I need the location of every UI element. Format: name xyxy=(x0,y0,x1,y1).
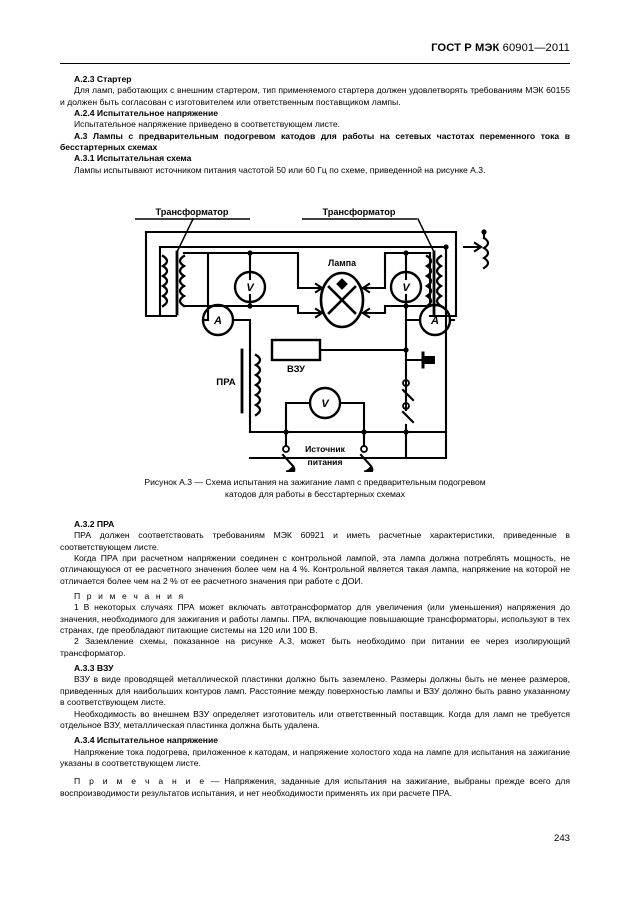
paragraph-a34-body: Напряжение тока подогрева, приложенное к… xyxy=(60,746,570,768)
note-single-label: П р и м е ч а н и е xyxy=(74,776,207,787)
figure-caption-line2: катодов для работы в бесстартерных схема… xyxy=(225,489,405,499)
spacer-before-note-single xyxy=(60,769,570,776)
transformer-left-secondary-coil xyxy=(178,254,187,308)
lamp-arrow-left-upper xyxy=(310,282,324,294)
lamp-cross-2 xyxy=(327,285,357,315)
note-single-body: — Напряжения, заданные для испытания на … xyxy=(60,776,570,798)
lamp-arrow-right-lower xyxy=(361,307,375,319)
notes-label: П р и м е ч а н и я xyxy=(74,591,186,602)
ammeter-right-lead-in xyxy=(404,304,422,322)
meter-label-voltmeter-bottom: V xyxy=(321,398,330,410)
note-single: П р и м е ч а н и е — Напряжения, заданн… xyxy=(60,776,570,799)
paragraph-a23-body: Для ламп, работающих с внешним стартером… xyxy=(60,85,570,107)
label-transformer-left: Трансформатор xyxy=(155,207,228,217)
page-header: ГОСТ Р МЭК 60901—2011 xyxy=(60,42,570,64)
node-left-top xyxy=(247,250,253,256)
label-lamp: Лампа xyxy=(328,258,356,268)
lamp-diamond xyxy=(336,278,348,290)
right-lamp-lower-lead xyxy=(371,304,408,315)
leader-transformer-right xyxy=(416,217,436,254)
left-lamp-upper-lead xyxy=(248,251,324,290)
supply-left-terminal xyxy=(282,445,290,453)
frame-right-outer xyxy=(428,230,458,318)
heading-a32: А.3.2 ПРА xyxy=(74,519,115,529)
transformer-right-primary-coil xyxy=(435,254,444,308)
heading-a3: А.3 Лампы с предварительным подогревом к… xyxy=(60,130,570,153)
header-divider xyxy=(60,63,570,64)
paragraph-a24-body: Испытательное напряжение приведено в соо… xyxy=(74,119,340,130)
label-supply-line1: Источник xyxy=(305,444,346,454)
paragraph-a33-body1: ВЗУ в виде проводящей металлической плас… xyxy=(60,674,570,708)
voltmeter-bottom xyxy=(308,386,342,420)
meter-label-ammeter-right: A xyxy=(430,315,439,327)
supply-right-terminal xyxy=(360,445,368,453)
tap-arrow xyxy=(462,241,483,253)
voltmeter-right xyxy=(389,270,423,304)
meter-label-voltmeter-right: V xyxy=(402,282,411,294)
figure-caption-line1: Рисунок А.3 — Схема испытания на зажиган… xyxy=(144,477,486,487)
supply-right-blade xyxy=(359,453,373,468)
bottom-v-right-lead xyxy=(339,401,366,434)
node-bottom-v-left xyxy=(283,429,289,435)
paragraph-a32-body2: Когда ПРА при расчетном напряжении соеди… xyxy=(60,553,570,586)
meter-label-ammeter-left: A xyxy=(213,315,222,327)
lamp-envelope xyxy=(319,271,365,329)
heading-a24: А.2.4 Испытательное напряжение xyxy=(74,108,219,119)
left-lamp-lower-lead xyxy=(248,304,324,315)
heading-a31: А.3.1 Испытательная схема xyxy=(74,153,192,164)
ground-flag xyxy=(423,356,435,364)
label-starting-aid: ВЗУ xyxy=(287,363,305,374)
node-bottom-v-right xyxy=(361,429,367,435)
page-number: 243 xyxy=(553,833,570,844)
lamp-arrow-right-upper xyxy=(361,282,375,294)
note-2: 2 Заземление схемы, показанное на рисунк… xyxy=(60,636,570,658)
bottom-v-left-lead xyxy=(284,401,311,434)
label-transformer-right: Трансформатор xyxy=(322,207,395,217)
node-tap xyxy=(481,229,487,235)
meter-label-voltmeter-left: V xyxy=(246,282,255,294)
paragraph-a32-body1: ПРА должен соответствовать требованиям М… xyxy=(60,530,570,552)
tap-coil xyxy=(481,236,490,270)
standard-designation-bold: ГОСТ Р МЭК xyxy=(431,42,500,54)
paragraph-a33-body2: Необходимость во внешнем ВЗУ определяет … xyxy=(60,708,570,730)
ballast-coil xyxy=(253,353,262,417)
figure-a3: Трансформатор Трансформатор Лампа ВЗУ ПР… xyxy=(60,200,570,510)
node-aid xyxy=(403,347,409,353)
starting-aid-box xyxy=(270,338,322,362)
node-right-rail xyxy=(443,244,449,250)
figure-caption: Рисунок А.3 — Схема испытания на зажиган… xyxy=(60,476,570,500)
frame-left-outer xyxy=(144,230,178,318)
node-left-bottom xyxy=(247,303,253,309)
paragraph-a31-body: Лампы испытывают источником питания част… xyxy=(74,164,486,175)
lower-text-block: А.3.2 ПРА ПРА должен соответствовать тре… xyxy=(60,519,570,799)
node-bottom-right xyxy=(403,429,409,435)
leader-transformer-left xyxy=(175,217,195,254)
switch-right-terminal-mid xyxy=(402,402,410,410)
label-supply-line2: питания xyxy=(308,457,343,467)
node-right-bottom xyxy=(403,303,409,309)
transformer-left-primary-coil xyxy=(160,254,169,308)
voltmeter-left xyxy=(233,270,267,304)
right-lamp-upper-lead xyxy=(371,251,408,290)
lamp-arrow-left-lower xyxy=(310,307,324,319)
note-1: 1 В некоторых случаях ПРА может включать… xyxy=(60,602,570,636)
upper-text-block: А.2.3 Стартер Для ламп, работающих с вне… xyxy=(60,74,570,176)
heading-a33: А.3.3 ВЗУ xyxy=(74,663,114,674)
circuit-diagram: Трансформатор Трансформатор Лампа ВЗУ ПР… xyxy=(135,207,490,472)
switch-right-terminal-top xyxy=(402,379,410,387)
supply-left-blade xyxy=(281,453,295,468)
supply-left-hook xyxy=(286,464,296,472)
supply-right-hook xyxy=(364,464,374,472)
standard-designation-number: 60901—2011 xyxy=(499,42,570,54)
switch-right-blade-lower xyxy=(401,410,415,424)
heading-a23: А.2.3 Стартер xyxy=(74,74,132,84)
switch-right-blade-upper xyxy=(401,388,415,402)
label-ballast: ПРА xyxy=(216,377,235,388)
standard-designation: ГОСТ Р МЭК 60901—2011 xyxy=(431,42,570,54)
node-right-top xyxy=(403,250,409,256)
transformer-right-secondary-coil xyxy=(424,254,433,308)
heading-a34: А.3.4 Испытательное напряжение xyxy=(74,735,219,746)
